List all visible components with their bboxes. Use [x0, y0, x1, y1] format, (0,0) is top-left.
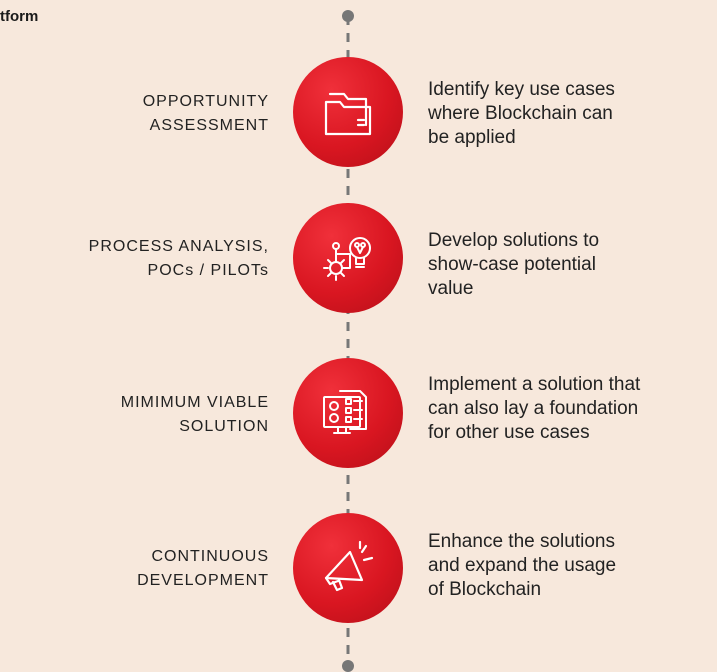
megaphone-icon	[324, 540, 374, 592]
folder-icon	[324, 92, 372, 136]
step-label-opportunity-assessment: OPPORTUNITY ASSESSMENT	[142, 93, 269, 134]
step-label-minimum-viable-solution: MIMIMUM VIABLE SOLUTION	[120, 394, 269, 435]
step-circle-3	[293, 358, 403, 468]
step-description-4: Enhance the solutions and expand the usa…	[428, 531, 617, 600]
timeline-start-dot	[342, 10, 354, 22]
step-circle-2	[293, 203, 403, 313]
step-description-2: Develop solutions to show-case potential…	[428, 230, 600, 299]
header-title: tform	[0, 8, 39, 25]
step-label-continuous-development: CONTINUOUS DEVELOPMENT	[137, 548, 269, 589]
step-circle-4	[293, 513, 403, 623]
step-description-1: Identify key use cases where Blockchain …	[428, 79, 615, 148]
idea-gear-icon	[323, 237, 371, 281]
step-label-process-analysis: PROCESS ANALYSIS, POCs / PILOTs	[88, 238, 269, 279]
step-description-3: Implement a solution that can also lay a…	[428, 374, 641, 443]
timeline-end-dot	[342, 660, 354, 672]
dashboard-checklist-icon	[323, 390, 367, 434]
step-circle-1	[293, 57, 403, 167]
